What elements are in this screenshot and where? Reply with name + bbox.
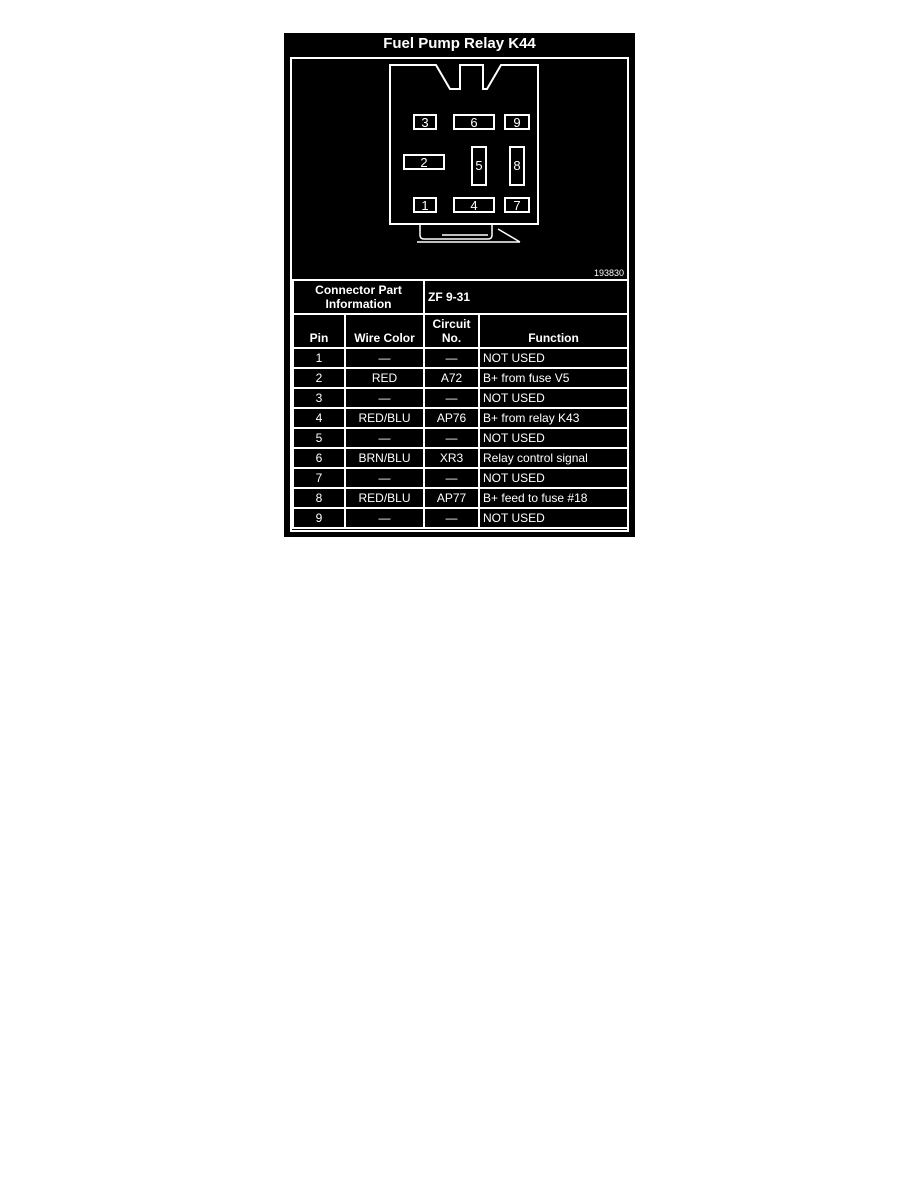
pin-cell: 2 — [292, 367, 346, 389]
wire-color-cell: — — [343, 347, 426, 369]
pin-cavity-2: 2 — [403, 154, 445, 170]
wire-color-cell: RED/BLU — [343, 487, 426, 509]
wire-color-cell: — — [343, 467, 426, 489]
part-info-label: Connector Part Information — [291, 279, 426, 315]
header-pin: Pin — [292, 313, 346, 349]
table-row: 8 RED/BLU AP77 B+ feed to fuse #18 — [292, 487, 630, 509]
header-wire-color: Wire Color — [343, 313, 426, 349]
connector-latch-base — [417, 228, 521, 243]
part-number: ZF 9-31 — [423, 279, 630, 315]
wire-color-cell: — — [343, 507, 426, 529]
pin-cavity-9: 9 — [504, 114, 530, 130]
wire-color-cell: BRN/BLU — [343, 447, 426, 469]
function-cell: B+ feed to fuse #18 — [478, 487, 630, 509]
table-row: 4 RED/BLU AP76 B+ from relay K43 — [292, 407, 630, 429]
pin-cell: 4 — [292, 407, 346, 429]
pin-cell: 7 — [292, 467, 346, 489]
table-row: 1 — — NOT USED — [292, 347, 630, 369]
function-cell: B+ from fuse V5 — [478, 367, 630, 389]
header-row: Pin Wire Color Circuit No. Function — [292, 313, 630, 349]
function-cell: NOT USED — [478, 467, 630, 489]
pin-label: 7 — [513, 198, 520, 213]
pin-label: 1 — [421, 198, 428, 213]
header-function: Function — [478, 313, 630, 349]
figure-frame: 3 6 9 2 5 8 1 — [290, 57, 630, 532]
table-row: 3 — — NOT USED — [292, 387, 630, 409]
pin-label: 8 — [513, 158, 520, 173]
pin-label: 3 — [421, 115, 428, 130]
pin-label: 9 — [513, 115, 520, 130]
table-row: 5 — — NOT USED — [292, 427, 630, 449]
header-circuit: Circuit No. — [423, 313, 481, 349]
circuit-cell: AP77 — [423, 487, 481, 509]
pin-cell: 8 — [292, 487, 346, 509]
pin-cavity-6: 6 — [453, 114, 495, 130]
part-info-row: Connector Part Information ZF 9-31 — [291, 279, 630, 315]
circuit-cell: — — [423, 387, 481, 409]
pin-cavity-7: 7 — [504, 197, 530, 213]
connector-latch — [419, 224, 493, 240]
function-cell: B+ from relay K43 — [478, 407, 630, 429]
table-row: 7 — — NOT USED — [292, 467, 630, 489]
pin-label: 5 — [475, 158, 482, 173]
figure-title: Fuel Pump Relay K44 — [383, 35, 536, 52]
connector-info-table: Connector Part Information ZF 9-31 Pin W… — [291, 279, 630, 529]
circuit-cell: A72 — [423, 367, 481, 389]
table-row: 2 RED A72 B+ from fuse V5 — [292, 367, 630, 389]
wire-color-cell: — — [343, 387, 426, 409]
circuit-cell: — — [423, 507, 481, 529]
circuit-cell: XR3 — [423, 447, 481, 469]
figure-id: 193830 — [593, 268, 624, 278]
table-row: 9 — — NOT USED — [292, 507, 630, 529]
pin-cavity-4: 4 — [453, 197, 495, 213]
wire-color-cell: RED/BLU — [343, 407, 426, 429]
pin-cell: 1 — [292, 347, 346, 369]
circuit-cell: — — [423, 347, 481, 369]
function-cell: NOT USED — [478, 387, 630, 409]
wire-color-cell: RED — [343, 367, 426, 389]
pin-cell: 5 — [292, 427, 346, 449]
table-row: 6 BRN/BLU XR3 Relay control signal — [292, 447, 630, 469]
pin-cavity-8: 8 — [509, 146, 525, 186]
pin-label: 2 — [420, 155, 427, 170]
pin-cavity-3: 3 — [413, 114, 437, 130]
function-cell: NOT USED — [478, 347, 630, 369]
wire-color-cell: — — [343, 427, 426, 449]
circuit-cell: — — [423, 467, 481, 489]
connector-face-diagram: 3 6 9 2 5 8 1 — [389, 64, 539, 243]
pin-label: 4 — [470, 198, 477, 213]
pin-cell: 9 — [292, 507, 346, 529]
pin-cavity-5: 5 — [471, 146, 487, 186]
pin-cell: 6 — [292, 447, 346, 469]
connector-outline — [389, 64, 539, 225]
function-cell: Relay control signal — [478, 447, 630, 469]
pin-cavity-1: 1 — [413, 197, 437, 213]
pin-label: 6 — [470, 115, 477, 130]
relay-connector-figure: Fuel Pump Relay K44 3 6 9 2 — [284, 33, 635, 537]
circuit-cell: — — [423, 427, 481, 449]
function-cell: NOT USED — [478, 427, 630, 449]
circuit-cell: AP76 — [423, 407, 481, 429]
pin-cell: 3 — [292, 387, 346, 409]
function-cell: NOT USED — [478, 507, 630, 529]
